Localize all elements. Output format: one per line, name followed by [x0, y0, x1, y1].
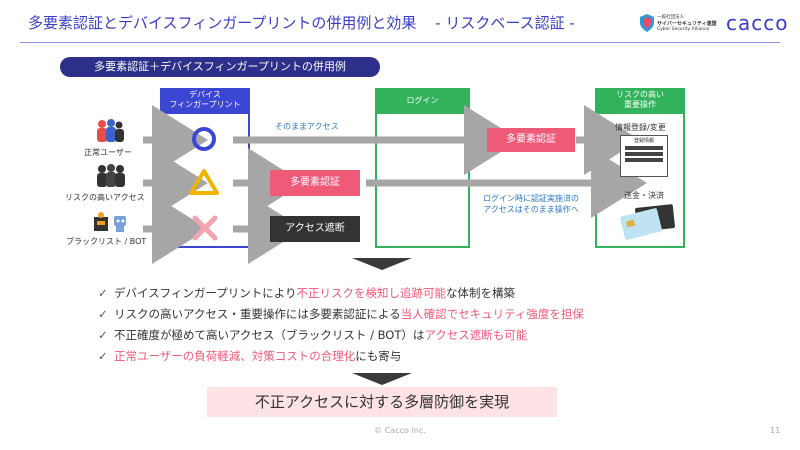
page-number: 11 [770, 426, 781, 435]
benefit-item: ✓ 正常ユーザーの負荷軽減、対策コストの合理化にも寄与 [98, 346, 584, 367]
csa-logo: 一般社団法人 サイバーセキュリティ連盟 Cyber Security Allia… [640, 14, 718, 34]
benefit-text-pre: リスクの高いアクセス・重要操作には多要素認証による [114, 307, 401, 321]
registration-form-icon: 登録情報 [620, 135, 668, 177]
benefit-text-pre: 不正確度が極めて高いアクセス（ブラックリスト / BOT）は [114, 328, 425, 342]
shield-icon [640, 14, 654, 32]
page-subtitle: - リスクベース認証 - [435, 14, 575, 32]
cacco-logo: cacco [726, 11, 789, 35]
section-title: 多要素認証＋デバイスフィンガープリントの併用例 [60, 57, 380, 77]
check-icon: ✓ [98, 349, 108, 363]
csa-logo-line-2: サイバーセキュリティ連盟 [657, 21, 717, 27]
copyright: © Cacco Inc. [374, 426, 426, 435]
page-title: 多要素認証とデバイスフィンガープリントの併用例と効果 - リスクベース認証 - [28, 12, 575, 33]
row-label-risky-access: リスクの高いアクセス [65, 193, 145, 202]
post-login-note: ログイン時に認証実施済の アクセスはそのまま操作へ [476, 193, 586, 215]
payment-cards-icon [620, 204, 675, 240]
post-login-note-line-2: アクセスはそのまま操作へ [483, 205, 579, 214]
triangle-warning-icon [189, 169, 219, 195]
row-label-normal-user: 正常ユーザー [84, 148, 132, 157]
mfa-tag-login-path: 多要素認証 [487, 128, 575, 152]
csa-logo-line-3: Cyber Security Alliance [657, 27, 710, 32]
row-label-blacklist-bot: ブラックリスト / BOT [66, 237, 147, 246]
login-header: ログイン [375, 88, 470, 114]
benefit-item: ✓ リスクの高いアクセス・重要操作には多要素認証による当人確認でセキュリティ強度を… [98, 304, 584, 325]
csa-logo-line-1: 一般社団法人 [657, 15, 684, 20]
cross-blocked-icon [192, 215, 218, 241]
benefit-list: ✓ デバイスフィンガープリントにより不正リスクを検知し追跡可能な体制を構築 ✓ リス… [98, 283, 584, 367]
title-divider [20, 42, 780, 43]
benefit-item: ✓ 不正確度が極めて高いアクセス（ブラックリスト / BOT）はアクセス遮断も可能 [98, 325, 584, 346]
down-arrow-2 [352, 373, 412, 385]
benefit-text-highlight: 当人確認でセキュリティ強度を担保 [400, 307, 584, 321]
benefit-text-highlight: 正常ユーザーの負荷軽減、対策コストの合理化 [114, 349, 356, 363]
post-login-note-line-1: ログイン時に認証実施済の [483, 194, 579, 203]
conclusion-banner: 不正アクセスに対する多層防御を実現 [207, 387, 557, 417]
op-payment-label: 送金・決済 [624, 191, 664, 200]
op-info-label: 情報登録/変更 [615, 123, 666, 132]
check-icon: ✓ [98, 286, 108, 300]
page-title-main: 多要素認証とデバイスフィンガープリントの併用例と効果 [28, 14, 417, 32]
device-fingerprint-header-text: デバイス フィンガープリント [169, 90, 241, 109]
high-risk-operations-header-text: リスクの高い 重要操作 [616, 90, 664, 109]
pass-through-label: そのままアクセス [275, 122, 339, 131]
check-icon: ✓ [98, 328, 108, 342]
benefit-text-highlight: 不正リスクを検知し追跡可能 [296, 286, 447, 300]
mfa-tag-risky: 多要素認証 [270, 170, 360, 196]
benefit-text-highlight: アクセス遮断も可能 [424, 328, 528, 342]
down-arrow-1 [352, 258, 412, 270]
blacklist-bot-icon [94, 212, 126, 232]
benefit-item: ✓ デバイスフィンガープリントにより不正リスクを検知し追跡可能な体制を構築 [98, 283, 584, 304]
risky-access-icon [97, 164, 125, 187]
benefit-text-post: な体制を構築 [446, 286, 516, 300]
access-block-tag: アクセス遮断 [270, 216, 360, 242]
check-icon: ✓ [98, 307, 108, 321]
benefit-text-pre: デバイスフィンガープリントにより [114, 286, 297, 300]
normal-users-icon [97, 119, 124, 142]
circle-ok-icon [192, 127, 216, 151]
benefit-text-post: にも寄与 [355, 349, 402, 363]
registration-form-caption: 登録情報 [633, 138, 654, 144]
